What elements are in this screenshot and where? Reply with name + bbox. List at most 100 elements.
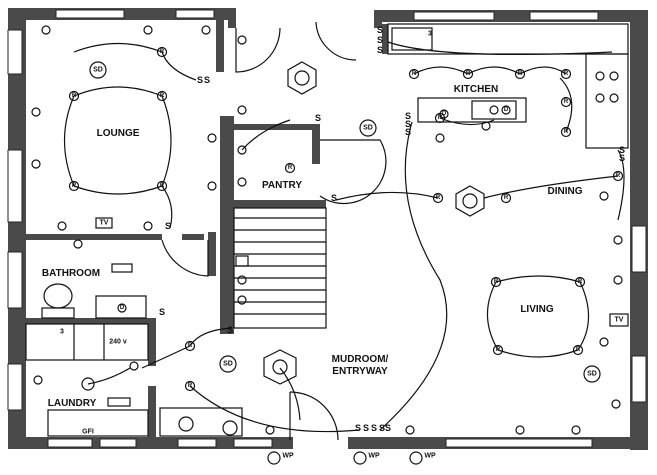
svg-text:R: R bbox=[518, 71, 523, 77]
svg-text:R: R bbox=[72, 93, 77, 99]
sd-living: SD bbox=[583, 365, 601, 383]
switch-pantry: S bbox=[315, 113, 321, 123]
wp-outlet-2: WP bbox=[368, 453, 380, 460]
interior-walls bbox=[26, 12, 388, 438]
svg-text:R: R bbox=[494, 279, 499, 285]
switch-entry-2: S bbox=[363, 423, 369, 433]
switch-kitchen-3: S bbox=[377, 45, 383, 55]
light-lounge-3: R bbox=[68, 180, 80, 192]
light-lounge-1: R bbox=[68, 90, 80, 102]
fan-hex-3 bbox=[263, 349, 297, 385]
light-kitchen-4: R bbox=[560, 68, 572, 80]
svg-text:SD: SD bbox=[587, 371, 597, 378]
switch-kitchen-1: S bbox=[377, 25, 383, 35]
switch-island-2: S bbox=[405, 119, 411, 129]
three-way-kitchen: 3 bbox=[428, 31, 432, 38]
room-label-entryway: ENTRYWAY bbox=[332, 366, 388, 377]
svg-text:SD: SD bbox=[93, 67, 103, 74]
staircase bbox=[233, 207, 327, 329]
tv-outlets: TV TV bbox=[95, 217, 629, 327]
svg-text:R: R bbox=[438, 115, 443, 121]
switch-dining-2: S bbox=[619, 153, 625, 163]
switches: S S S S S S S S S S S S S S S S S S S S bbox=[159, 25, 625, 433]
room-label-laundry: LAUNDRY bbox=[48, 398, 97, 409]
svg-text:R: R bbox=[160, 93, 165, 99]
svg-text:R: R bbox=[188, 383, 193, 389]
svg-text:R: R bbox=[564, 99, 569, 105]
light-kitchen-2: R bbox=[462, 68, 474, 80]
switch-island-1: S bbox=[405, 111, 411, 121]
svg-text:R: R bbox=[564, 129, 569, 135]
light-dining-2: R bbox=[500, 192, 512, 204]
tv-living: TV bbox=[615, 317, 624, 324]
switch-dining-1: S bbox=[619, 145, 625, 155]
light-mudroom-2: R bbox=[184, 380, 196, 392]
light-kitchen-1: R bbox=[408, 68, 420, 80]
smoke-detectors: SD SD SD SD bbox=[89, 61, 601, 383]
switch-kitchen-2: S bbox=[377, 35, 383, 45]
light-kitchen-6: R bbox=[560, 126, 572, 138]
sd-lounge: SD bbox=[89, 61, 107, 79]
svg-text:R: R bbox=[496, 347, 501, 353]
light-kitchen-5: R bbox=[560, 96, 572, 108]
switch-lounge-2: S bbox=[204, 75, 210, 85]
switch-island-3: S bbox=[405, 127, 411, 137]
svg-text:R: R bbox=[504, 195, 509, 201]
svg-text:R: R bbox=[160, 183, 165, 189]
svg-text:R: R bbox=[72, 183, 77, 189]
light-mudroom-1: R bbox=[184, 340, 196, 352]
switch-mudroom: S bbox=[227, 325, 233, 335]
three-way-laundry: 3 bbox=[60, 329, 64, 336]
svg-text:R: R bbox=[188, 343, 193, 349]
room-label-kitchen: KITCHEN bbox=[454, 84, 498, 95]
room-label-mudroom: MUDROOM/ bbox=[332, 354, 389, 365]
svg-text:SD: SD bbox=[223, 361, 233, 368]
fan-hex-1 bbox=[287, 61, 317, 95]
ceiling-fans bbox=[263, 61, 485, 385]
switch-bath: S bbox=[159, 307, 165, 317]
switch-lounge-1: S bbox=[197, 75, 203, 85]
fan-hex-2 bbox=[455, 185, 485, 217]
switch-lounge-3: S bbox=[165, 221, 171, 231]
windows bbox=[7, 9, 647, 448]
ceiling-lights: R R R R R R R R R R R R R R R R R R R R … bbox=[68, 46, 624, 392]
outlets bbox=[31, 25, 623, 435]
light-lounge-4: R bbox=[156, 180, 168, 192]
volt-240-label: 240 v bbox=[109, 339, 127, 346]
svg-text:R: R bbox=[436, 195, 441, 201]
misc-labels: 3 3 240 v GFI D D D WP WP WP bbox=[60, 31, 511, 465]
svg-text:R: R bbox=[160, 49, 165, 55]
light-living-1: R bbox=[490, 276, 502, 288]
wp-outlet-3: WP bbox=[424, 453, 436, 460]
disposal-island: D bbox=[504, 107, 509, 113]
light-lounge-2: R bbox=[156, 90, 168, 102]
svg-text:R: R bbox=[616, 173, 621, 179]
light-pantry: R bbox=[284, 162, 296, 174]
svg-text:R: R bbox=[288, 165, 293, 171]
room-labels: LOUNGE KITCHEN PANTRY DINING BATHROOM LI… bbox=[42, 84, 583, 409]
wp-outlet-1: WP bbox=[282, 453, 294, 460]
light-kitchen-3: R bbox=[514, 68, 526, 80]
exterior-walls bbox=[8, 8, 648, 450]
disposal-bath: D bbox=[120, 305, 125, 311]
switch-entry-4: S bbox=[379, 423, 385, 433]
svg-text:R: R bbox=[564, 71, 569, 77]
tv-lounge: TV bbox=[100, 220, 109, 227]
light-dining-3: R bbox=[612, 170, 624, 182]
sd-mudroom: SD bbox=[219, 355, 237, 373]
room-label-pantry: PANTRY bbox=[262, 180, 302, 191]
sd-hall: SD bbox=[359, 119, 377, 137]
fixtures bbox=[25, 23, 629, 437]
svg-text:R: R bbox=[576, 347, 581, 353]
wiring bbox=[63, 41, 625, 433]
light-living-3: R bbox=[492, 344, 504, 356]
switch-entry-1: S bbox=[355, 423, 361, 433]
switch-entry-3: S bbox=[371, 423, 377, 433]
doors bbox=[161, 21, 387, 441]
light-living-2: R bbox=[574, 276, 586, 288]
gfi-label: GFI bbox=[82, 429, 94, 436]
room-label-dining: DINING bbox=[548, 186, 583, 197]
light-living-4: R bbox=[572, 344, 584, 356]
room-label-lounge: LOUNGE bbox=[97, 128, 140, 139]
